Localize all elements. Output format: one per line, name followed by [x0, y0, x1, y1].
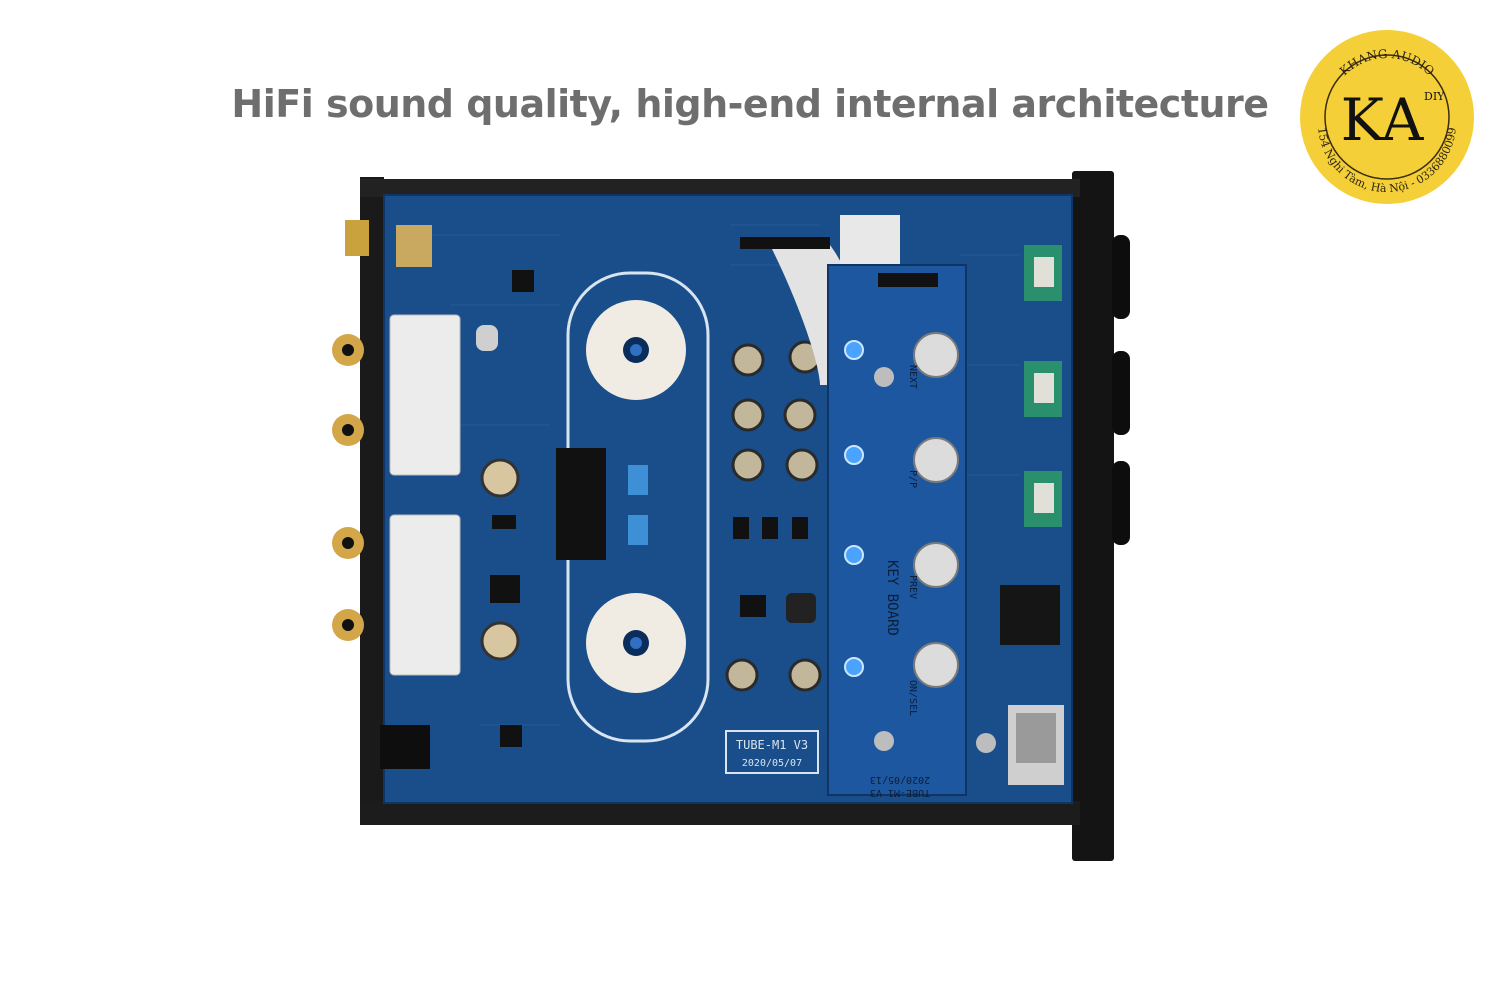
button-label-onsel: ON/SEL — [907, 680, 918, 716]
amplifier-board-photo: KEY BOARD NEXT P/P PREV ON/SEL TUBE-M1 V… — [332, 171, 1130, 861]
logo-monogram: KA — [1341, 86, 1425, 154]
button-label-prev: PREV — [907, 575, 918, 599]
headline: HiFi sound quality, high-end internal ar… — [231, 82, 1269, 126]
key-board-model: TUBE-M1 V3 — [870, 787, 930, 798]
logo-tag: DIY — [1424, 90, 1445, 103]
button-label-next: NEXT — [907, 365, 918, 389]
main-board-date: 2020/05/07 — [742, 758, 802, 769]
key-board-label: KEY BOARD — [884, 560, 900, 636]
khang-audio-logo: KHANG AUDIO KA DIY 154 Nghi Tàm, Hà Nội … — [1300, 30, 1474, 204]
key-board-date: 2020/05/13 — [870, 774, 930, 785]
main-board-model: TUBE-M1 V3 — [736, 738, 808, 752]
button-label-pp: P/P — [907, 470, 918, 488]
